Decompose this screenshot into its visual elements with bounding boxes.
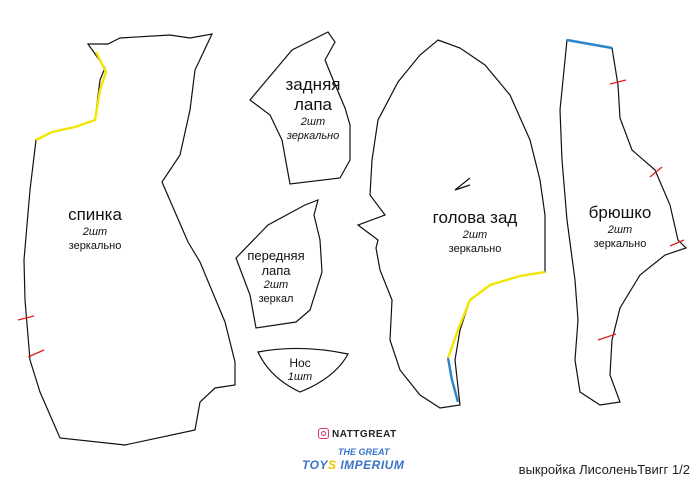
instagram-handle: NATTGREAT [318, 428, 397, 440]
logo-line-1: THE GREAT [338, 447, 390, 457]
head-back-outline [356, 39, 546, 409]
front-paw-outline [235, 199, 323, 329]
head-back-label: голова зад 2шт зеркально [415, 208, 535, 256]
front-paw-qty: 2шт [263, 279, 289, 291]
nose-label: Нос 1шт [278, 356, 322, 384]
belly-notch-3 [669, 239, 685, 247]
instagram-icon [318, 428, 329, 439]
front-paw-name-1: передняя [247, 248, 305, 263]
logo-toys-a: TOY [302, 458, 328, 472]
back-note: зеркально [68, 240, 122, 252]
back-qty: 2шт [82, 226, 108, 238]
front-paw-note: зеркал [258, 293, 294, 305]
belly-notch-4 [597, 333, 617, 341]
nose-outline [257, 347, 349, 393]
head-back-note: зеркально [448, 243, 502, 255]
back-yellow-seam [35, 51, 108, 142]
belly-blue-seam [566, 38, 613, 50]
belly-label: брюшко 2шт зеркально [575, 203, 665, 251]
logo-imperium: IMPERIUM [340, 458, 405, 472]
belly-note: зеркально [593, 238, 647, 250]
front-paw-label: передняя лапа 2шт зеркал [240, 248, 312, 306]
hind-paw-outline [249, 31, 351, 185]
logo-line-2: TOYS IMPERIUM [302, 458, 404, 472]
instagram-name: NATTGREAT [332, 429, 397, 440]
hind-paw-name-2: лапа [293, 95, 333, 114]
hind-paw-name-1: задняя [285, 75, 341, 94]
head-back-name: голова зад [432, 208, 518, 227]
logo-toys-b: S [327, 458, 337, 472]
brand-logo: THE GREAT TOYS IMPERIUM [300, 447, 415, 487]
head-back-qty: 2шт [462, 229, 488, 241]
hind-paw-note: зеркально [286, 130, 340, 142]
back-notch-1 [17, 315, 35, 321]
front-paw-name-2: лапа [261, 263, 291, 278]
nose-qty: 1шт [287, 371, 313, 383]
belly-name: брюшко [588, 203, 652, 222]
belly-notch-1 [609, 79, 627, 85]
pattern-caption: выкройка ЛисоленьТвигг 1/2 [518, 462, 690, 477]
back-label: спинка 2шт зеркально [55, 205, 135, 253]
head-blue-seam [446, 357, 460, 403]
back-notch-2 [27, 349, 45, 358]
belly-qty: 2шт [607, 224, 633, 236]
head-back-notch [454, 177, 471, 191]
hind-paw-label: задняя лапа 2шт зеркально [278, 75, 348, 143]
belly-outline [559, 39, 688, 406]
head-yellow-seam [446, 270, 546, 359]
nose-name: Нос [289, 356, 311, 370]
back-name: спинка [68, 205, 122, 224]
hind-paw-qty: 2шт [300, 116, 326, 128]
belly-notch-2 [649, 166, 663, 178]
